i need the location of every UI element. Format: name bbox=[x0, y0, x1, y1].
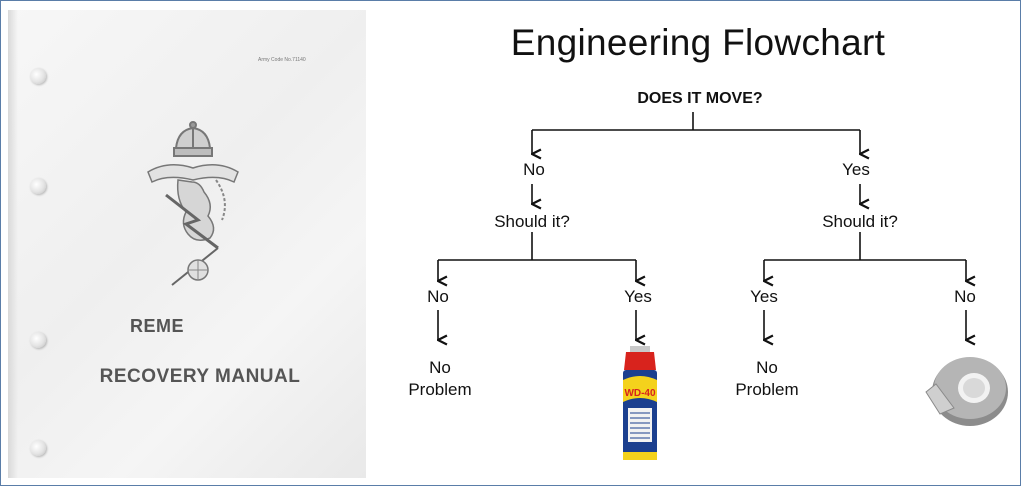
answer-no-right: No bbox=[954, 287, 976, 306]
cover-spine-shadow bbox=[8, 10, 18, 478]
answer-no: No bbox=[523, 160, 545, 179]
root-question: DOES IT MOVE? bbox=[637, 90, 763, 107]
result-line1: No bbox=[756, 358, 778, 377]
question-should-it-left: Should it? bbox=[494, 212, 570, 231]
duct-tape-roll-icon bbox=[925, 357, 1008, 426]
result-line2: Problem bbox=[408, 380, 472, 399]
cover-title-recovery-manual: RECOVERY MANUAL bbox=[99, 366, 301, 387]
flowchart-connectors bbox=[368, 112, 1018, 488]
result-no-problem-left: No Problem bbox=[408, 357, 471, 401]
binder-hole bbox=[30, 440, 46, 456]
army-code: Army Code No.71140 bbox=[258, 57, 306, 63]
binder-hole bbox=[30, 178, 46, 194]
flowchart-title: Engineering Flowchart bbox=[510, 22, 886, 63]
question-should-it-right: Should it? bbox=[822, 212, 898, 231]
answer-yes-left: Yes bbox=[624, 287, 652, 306]
reme-crest-icon bbox=[147, 121, 239, 286]
result-line1: No bbox=[429, 358, 451, 377]
result-no-problem-right: No Problem bbox=[735, 357, 798, 401]
wd40-label: WD-40 bbox=[624, 388, 656, 399]
wd40-can-icon: WD-40 bbox=[623, 346, 657, 460]
answer-no-left: No bbox=[427, 287, 449, 306]
manual-cover: Army Code No.71140 REME RECOVERY MANUAL bbox=[8, 10, 366, 478]
binder-hole bbox=[30, 332, 46, 348]
engineering-flowchart: Engineering Flowchart bbox=[368, 0, 1018, 488]
answer-yes: Yes bbox=[842, 160, 870, 179]
cover-title-reme: REME bbox=[129, 316, 184, 336]
binder-hole bbox=[30, 68, 46, 84]
answer-yes-right: Yes bbox=[750, 287, 778, 306]
result-line2: Problem bbox=[735, 380, 799, 399]
